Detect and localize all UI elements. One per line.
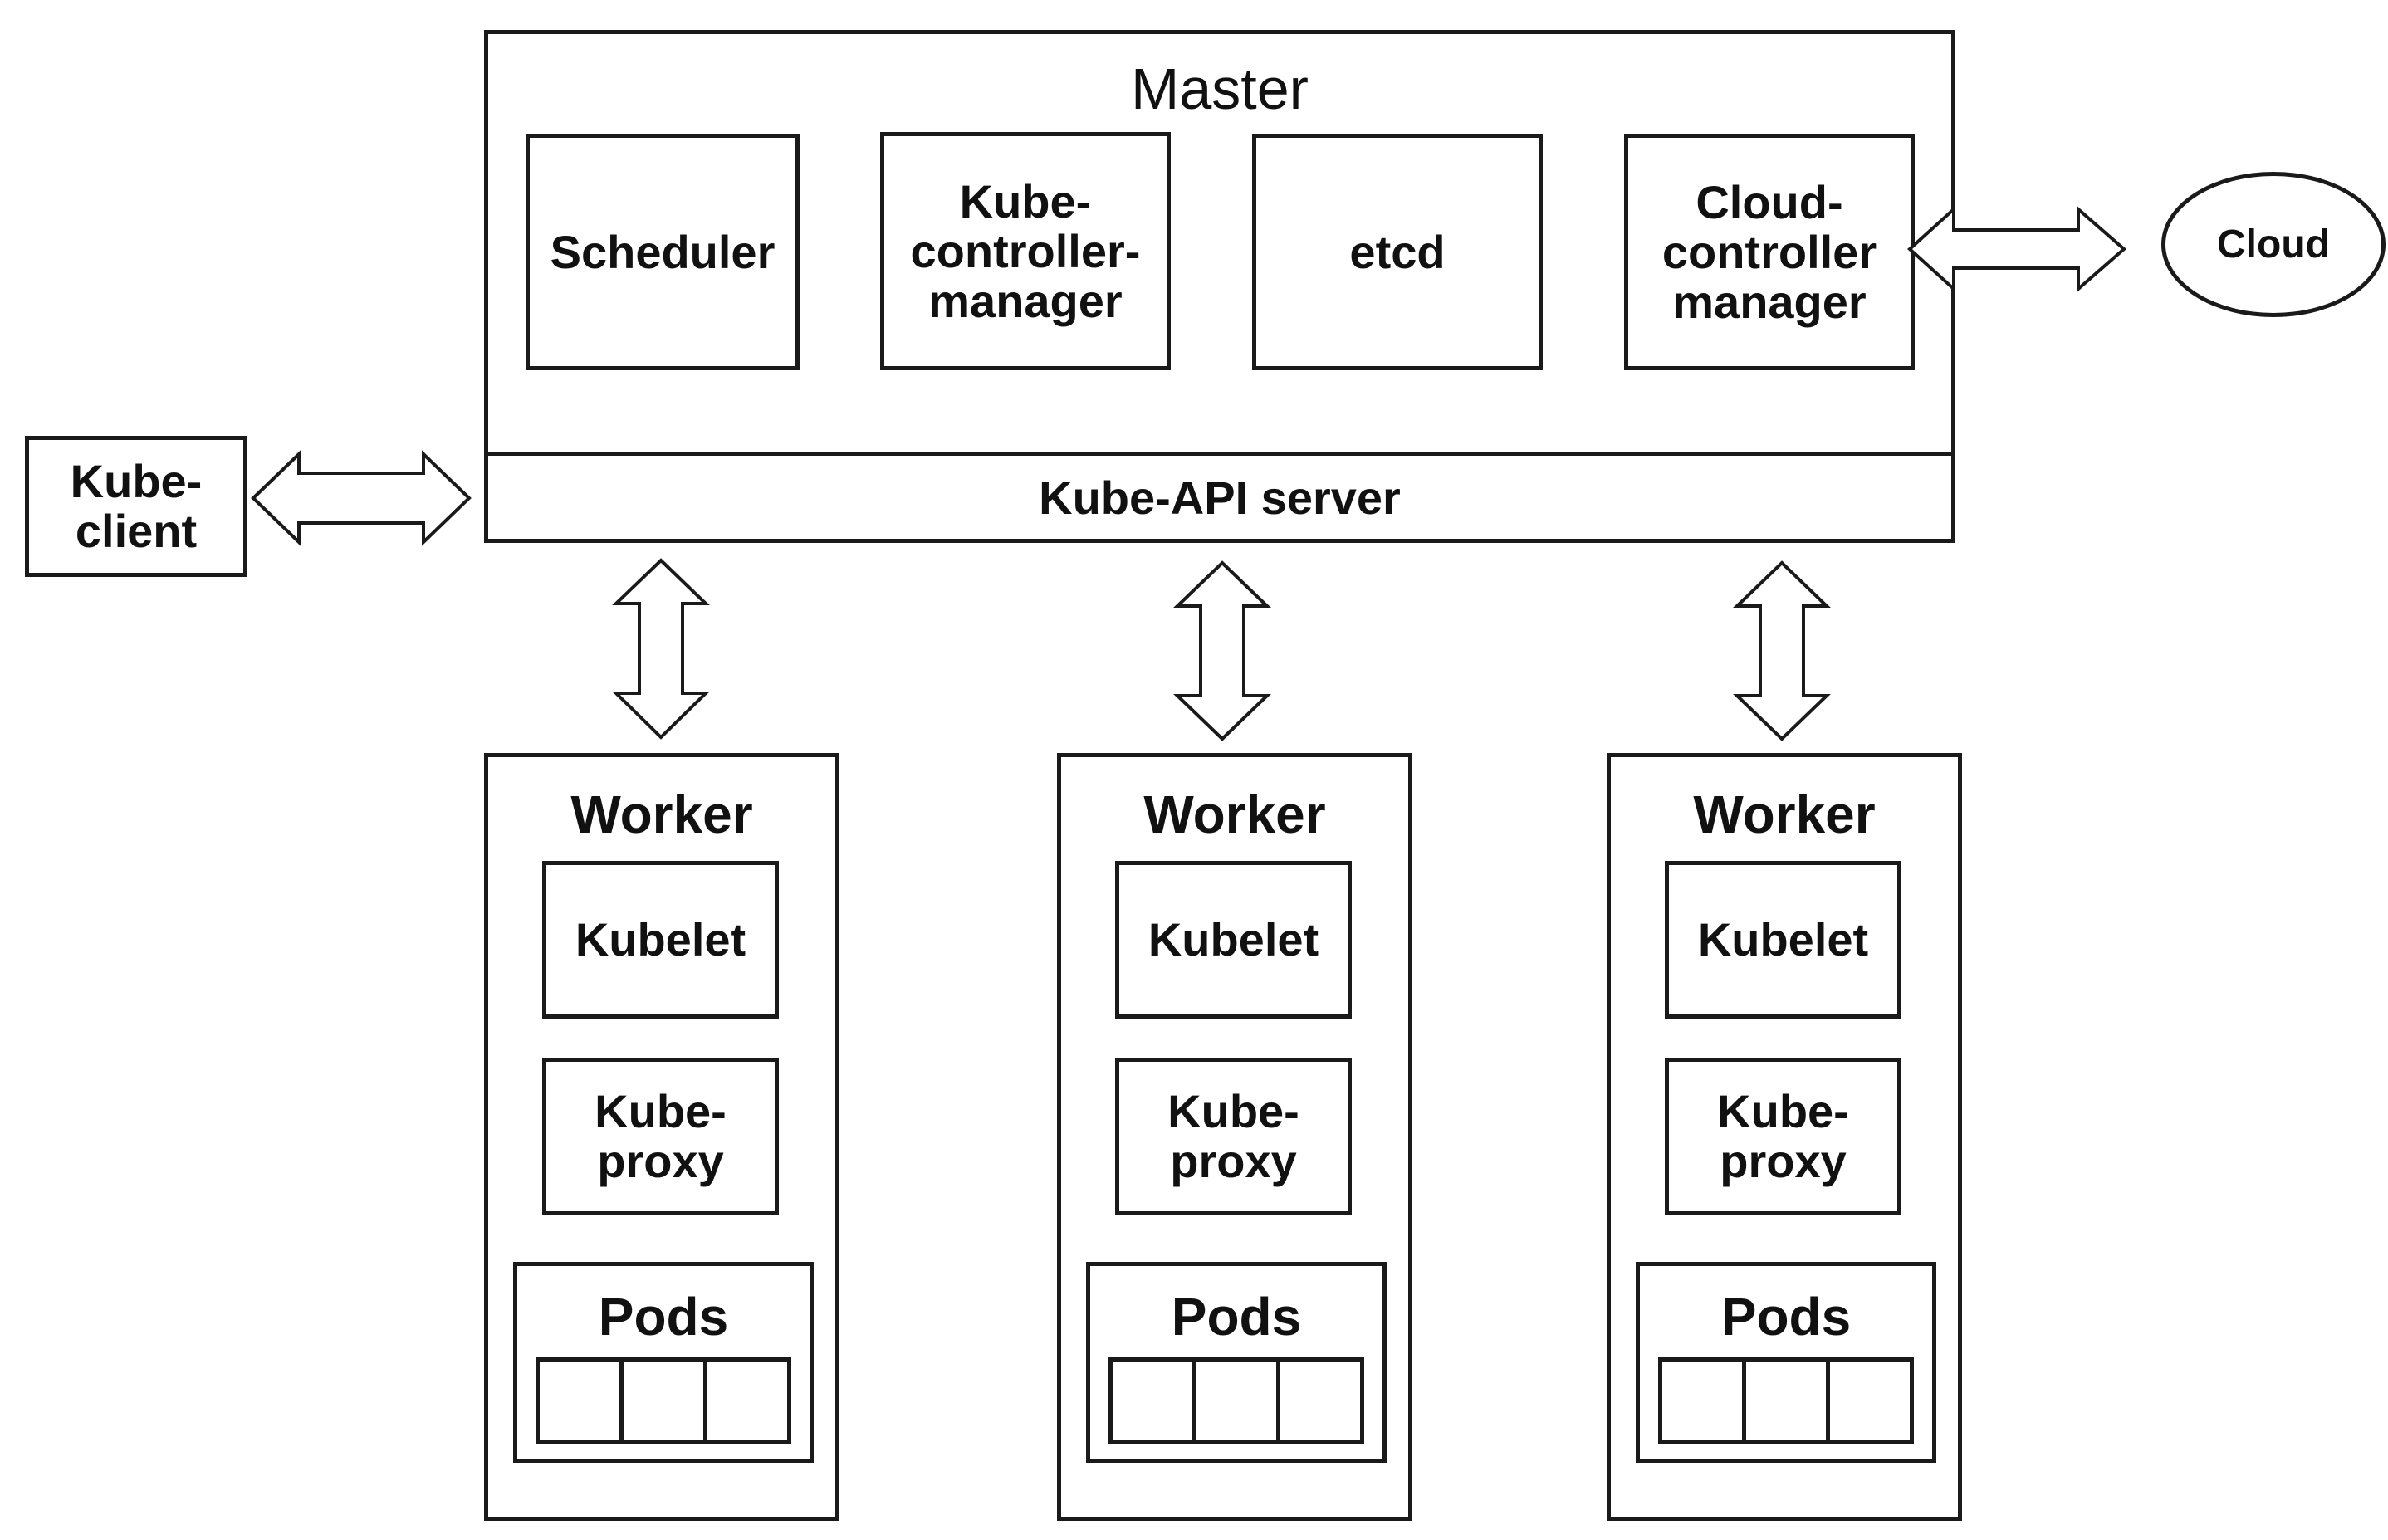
kube-proxy-box: Kube- proxy xyxy=(542,1058,779,1215)
pods-title: Pods xyxy=(598,1287,729,1347)
worker-title: Worker xyxy=(1693,785,1876,844)
kubelet-box: Kubelet xyxy=(1115,861,1352,1019)
worker3-double-arrow xyxy=(1733,560,1831,741)
kubelet-box: Kubelet xyxy=(542,861,779,1019)
kube-client-box: Kube- client xyxy=(25,436,247,577)
pods-box: Pods xyxy=(513,1262,814,1463)
pod-slot xyxy=(540,1362,624,1440)
kube-proxy-box: Kube- proxy xyxy=(1665,1058,1901,1215)
pod-slot xyxy=(1662,1362,1746,1440)
kube-api-server: Kube-API server xyxy=(488,452,1951,539)
pod-slot xyxy=(1113,1362,1196,1440)
cloud-double-arrow xyxy=(1907,205,2127,293)
etcd-box: etcd xyxy=(1252,134,1543,370)
worker2-double-arrow xyxy=(1173,560,1271,741)
kubelet-box: Kubelet xyxy=(1665,861,1901,1019)
pod-slots xyxy=(1658,1357,1914,1444)
worker-node-3: Worker Kubelet Kube- proxy Pods xyxy=(1607,753,1962,1521)
pod-slot xyxy=(624,1362,707,1440)
worker-node-1: Worker Kubelet Kube- proxy Pods xyxy=(484,753,839,1521)
pods-title: Pods xyxy=(1720,1287,1852,1347)
kube-controller-manager-box: Kube- controller- manager xyxy=(880,132,1171,370)
worker1-double-arrow xyxy=(612,558,710,740)
worker-node-2: Worker Kubelet Kube- proxy Pods xyxy=(1057,753,1412,1521)
pod-slots xyxy=(1108,1357,1364,1444)
client-api-double-arrow xyxy=(251,450,472,546)
worker-title: Worker xyxy=(1143,785,1326,844)
pod-slots xyxy=(536,1357,791,1444)
master-node: Master Scheduler Kube- controller- manag… xyxy=(484,30,1955,543)
cloud-ellipse: Cloud xyxy=(2161,172,2386,317)
pod-slot xyxy=(1196,1362,1280,1440)
pod-slot xyxy=(1746,1362,1830,1440)
pods-title: Pods xyxy=(1171,1287,1302,1347)
kube-proxy-box: Kube- proxy xyxy=(1115,1058,1352,1215)
master-title: Master xyxy=(1131,56,1309,121)
worker-title: Worker xyxy=(570,785,753,844)
pods-box: Pods xyxy=(1636,1262,1936,1463)
scheduler-box: Scheduler xyxy=(526,134,800,370)
pods-box: Pods xyxy=(1086,1262,1387,1463)
